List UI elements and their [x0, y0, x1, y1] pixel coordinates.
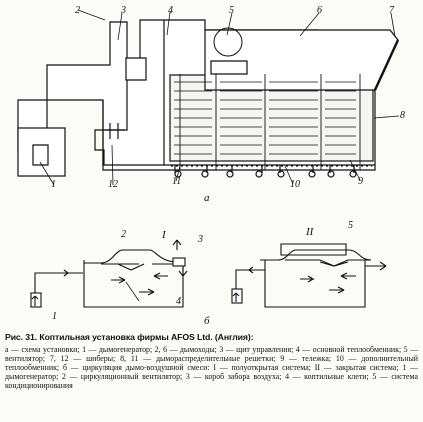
upper-callouts	[39, 9, 400, 186]
label-5-lower: 5	[348, 220, 353, 231]
label-4-lower: 4	[176, 296, 181, 307]
scheme-label-two: II	[305, 226, 315, 238]
scheme-label-one: I	[161, 229, 167, 241]
figure-caption: Рис. 31. Коптильная установка фирмы AFOS…	[5, 332, 418, 391]
label-10-upper: 10	[290, 179, 300, 190]
label-8-upper: 8	[400, 110, 405, 121]
label-1-lower: 1	[52, 311, 57, 322]
label-3-lower: 3	[197, 234, 203, 245]
label-6-upper: 6	[317, 5, 322, 16]
label-2-lower: 2	[121, 229, 126, 240]
lower-label-layer: I II 1 2 3 4 5 б	[52, 220, 353, 327]
upper-label-layer: 1 2 3 4 5 6 7 8 9 10 11 12 а	[51, 5, 405, 204]
part-a-label: а	[204, 192, 210, 204]
label-5-upper: 5	[229, 5, 234, 16]
label-11-upper: 11	[172, 176, 181, 187]
airflow-scheme-one	[30, 239, 188, 308]
label-9-upper: 9	[358, 176, 363, 187]
part-b-label: б	[204, 315, 210, 327]
airflow-scheme-two	[231, 243, 387, 308]
caption-title: Рис. 31. Коптильная установка фирмы AFOS…	[5, 332, 254, 342]
label-2-upper: 2	[75, 5, 80, 16]
label-1-upper: 1	[51, 179, 56, 190]
caption-body: а — схема установки; 1 — дымогенератор; …	[5, 345, 418, 390]
label-4-upper: 4	[168, 5, 173, 16]
installation-diagram	[17, 19, 400, 178]
label-3-upper: 3	[120, 5, 126, 16]
label-12-upper: 12	[108, 179, 118, 190]
label-7-upper: 7	[389, 5, 395, 16]
